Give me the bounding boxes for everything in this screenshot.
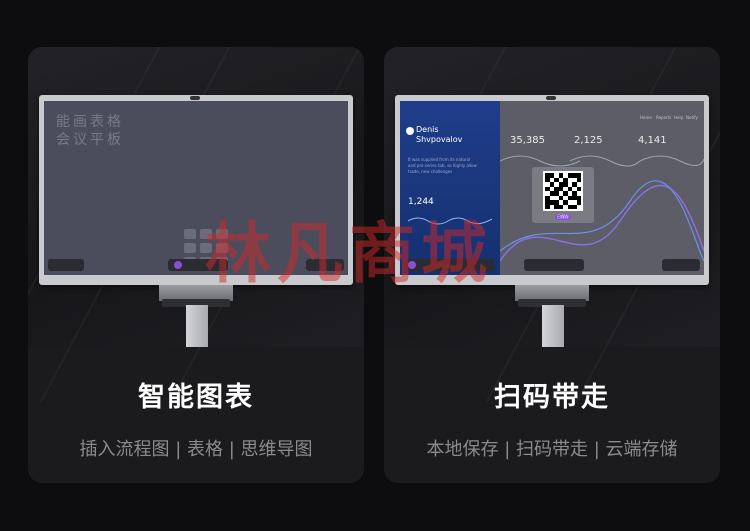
left-toolbar: [404, 259, 494, 271]
camera-notch: [190, 96, 200, 100]
center-toolbar: [168, 259, 228, 271]
smart-board-device: 能画表格 会议平板: [39, 95, 353, 285]
device-screen: Denis Shvpovalov It was supplied from it…: [400, 101, 704, 275]
card-subtitle: 本地保存 | 扫码带走 | 云端存储: [426, 439, 678, 460]
avatar: [406, 127, 414, 135]
pen-icon: [408, 261, 416, 269]
stand-pole: [542, 305, 564, 347]
profile-name: Denis Shvpovalov: [416, 125, 462, 145]
profile-first-name: Denis: [416, 125, 439, 134]
profile-panel: Denis Shvpovalov It was supplied from it…: [400, 101, 500, 275]
qr-save-button[interactable]: 已保存: [555, 214, 571, 220]
left-toolbar: [48, 259, 84, 271]
stand-bracket: [159, 285, 233, 301]
pen-icon: [174, 261, 182, 269]
stand-pole: [186, 305, 208, 347]
nav-item: Home: [640, 115, 652, 120]
stat-value: 35,385: [510, 135, 545, 146]
handwriting-note: 能画表格 会议平板: [56, 113, 124, 149]
nav-item: Notify: [686, 115, 698, 120]
qr-code-icon: [543, 171, 583, 211]
stand-shelf: [162, 299, 230, 307]
handwriting-line: 能画表格: [56, 114, 124, 130]
nav-item: Help: [674, 115, 684, 120]
handwriting-line: 会议平板: [56, 132, 124, 148]
dashboard-area: Home Reports Help Notify 35,385 2,125 4,…: [500, 101, 704, 275]
profile-number: 1,244: [408, 197, 434, 207]
nav-item: Reports: [656, 115, 672, 120]
stand-shelf: [518, 299, 586, 307]
feature-card-scan-to-take: Denis Shvpovalov It was supplied from it…: [384, 47, 720, 483]
sparkline: [408, 217, 492, 225]
card-subtitle: 插入流程图 | 表格 | 思维导图: [79, 439, 313, 460]
camera-notch: [546, 96, 556, 100]
stat-value: 4,141: [638, 135, 667, 146]
right-toolbar: [306, 259, 344, 271]
qr-dialog[interactable]: 已保存: [532, 167, 594, 223]
card-hero-image: Denis Shvpovalov It was supplied from it…: [384, 47, 720, 403]
card-title: 扫码带走: [494, 382, 610, 413]
wave-chart: [500, 155, 704, 262]
card-hero-image: 能画表格 会议平板: [28, 47, 364, 403]
profile-description: It was supplied from its natural and pro…: [408, 157, 477, 174]
center-toolbar: [524, 259, 584, 271]
stand-bracket: [515, 285, 589, 301]
profile-last-name: Shvpovalov: [416, 135, 463, 144]
smart-board-device: Denis Shvpovalov It was supplied from it…: [395, 95, 709, 285]
stat-value: 2,125: [574, 135, 603, 146]
device-screen: 能画表格 会议平板: [44, 101, 348, 275]
card-title: 智能图表: [138, 382, 254, 413]
right-toolbar: [662, 259, 700, 271]
feature-card-smart-chart: 能画表格 会议平板 智能图表 插入流程图 | 表格 | 思维导图: [28, 47, 364, 483]
